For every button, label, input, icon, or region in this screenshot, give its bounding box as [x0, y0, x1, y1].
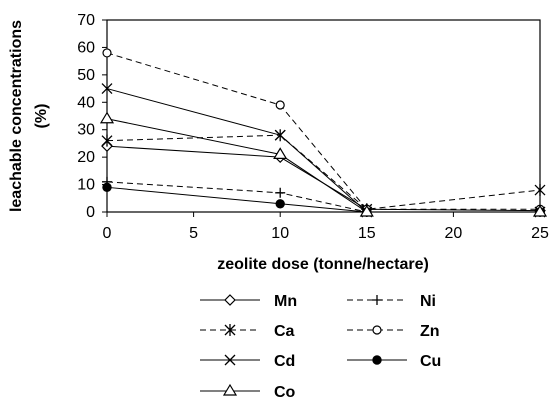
legend-marker-mn: [224, 294, 236, 306]
legend-item-mn: Mn: [200, 293, 297, 310]
data-point-ca: [534, 184, 546, 197]
y-tick-label: 60: [77, 39, 95, 56]
x-tick-label: 10: [271, 225, 289, 242]
data-point-ca: [101, 134, 113, 147]
legend-label-zn: Zn: [420, 323, 440, 340]
y-tick-label: 50: [77, 67, 95, 84]
y-axis-title-line2: (%): [33, 104, 50, 129]
series-cu: [102, 182, 545, 217]
x-tick-label: 20: [445, 225, 463, 242]
data-point-co: [532, 204, 548, 217]
series-co: [99, 111, 548, 217]
x-axis-title: zeolite dose (tonne/hectare): [217, 256, 429, 273]
x-axis-ticks: 0 5 10 15 20 25: [103, 212, 549, 242]
data-point-cd: [101, 83, 113, 95]
y-tick-label: 30: [77, 122, 95, 139]
legend-label-ca: Ca: [274, 323, 295, 340]
legend-label-cd: Cd: [274, 353, 295, 370]
series-line-cu: [106, 186, 540, 213]
legend-label-ni: Ni: [420, 293, 436, 310]
x-tick-label: 5: [189, 225, 198, 242]
data-point-ni: [275, 187, 286, 198]
data-point-cd: [274, 129, 286, 141]
legend-marker-co: [222, 383, 238, 396]
data-point-co: [359, 204, 374, 217]
legend-item-cd: Cd: [200, 353, 295, 370]
series-line-mn: [106, 145, 541, 212]
y-tick-label: 10: [77, 177, 95, 194]
legend-item-cu: Cu: [347, 353, 441, 370]
series-mn: [101, 140, 546, 217]
legend-marker-ca: [224, 324, 236, 336]
y-tick-label: 0: [86, 204, 95, 221]
x-tick-label: 0: [103, 225, 112, 242]
x-tick-label: 25: [531, 225, 549, 242]
legend-item-co: Co: [200, 383, 296, 401]
legend-item-ni: Ni: [347, 293, 436, 310]
y-axis-ticks: 0 10 20 30 40 50 60 70: [77, 12, 107, 221]
data-point-co: [273, 147, 288, 159]
data-point-zn: [102, 48, 112, 58]
series-line-co: [106, 118, 540, 213]
x-tick-label: 15: [358, 225, 376, 242]
legend-label-cu: Cu: [420, 353, 441, 370]
y-axis-title-line1: leachable concentrations: [8, 20, 25, 212]
data-point-cu: [275, 199, 285, 209]
legend-label-co: Co: [274, 384, 296, 401]
y-tick-label: 20: [77, 149, 95, 166]
legend-item-ca: Ca: [200, 323, 295, 340]
legend-marker-ni: [372, 295, 382, 305]
legend-label-mn: Mn: [274, 293, 297, 310]
y-tick-label: 70: [77, 12, 95, 29]
data-point-co: [99, 111, 115, 124]
series-ca: [101, 129, 546, 216]
y-tick-label: 40: [77, 94, 95, 111]
legend-marker-zn: [372, 325, 382, 335]
legend-marker-cu: [372, 355, 382, 365]
series-layer: [99, 48, 548, 218]
data-point-zn: [275, 100, 285, 110]
legend-item-zn: Zn: [347, 323, 440, 340]
series-line-ca: [106, 134, 541, 210]
series-line-zn: [106, 52, 540, 210]
data-point-cu: [102, 182, 112, 193]
legend-marker-cd: [224, 354, 236, 366]
series-zn: [102, 48, 545, 214]
